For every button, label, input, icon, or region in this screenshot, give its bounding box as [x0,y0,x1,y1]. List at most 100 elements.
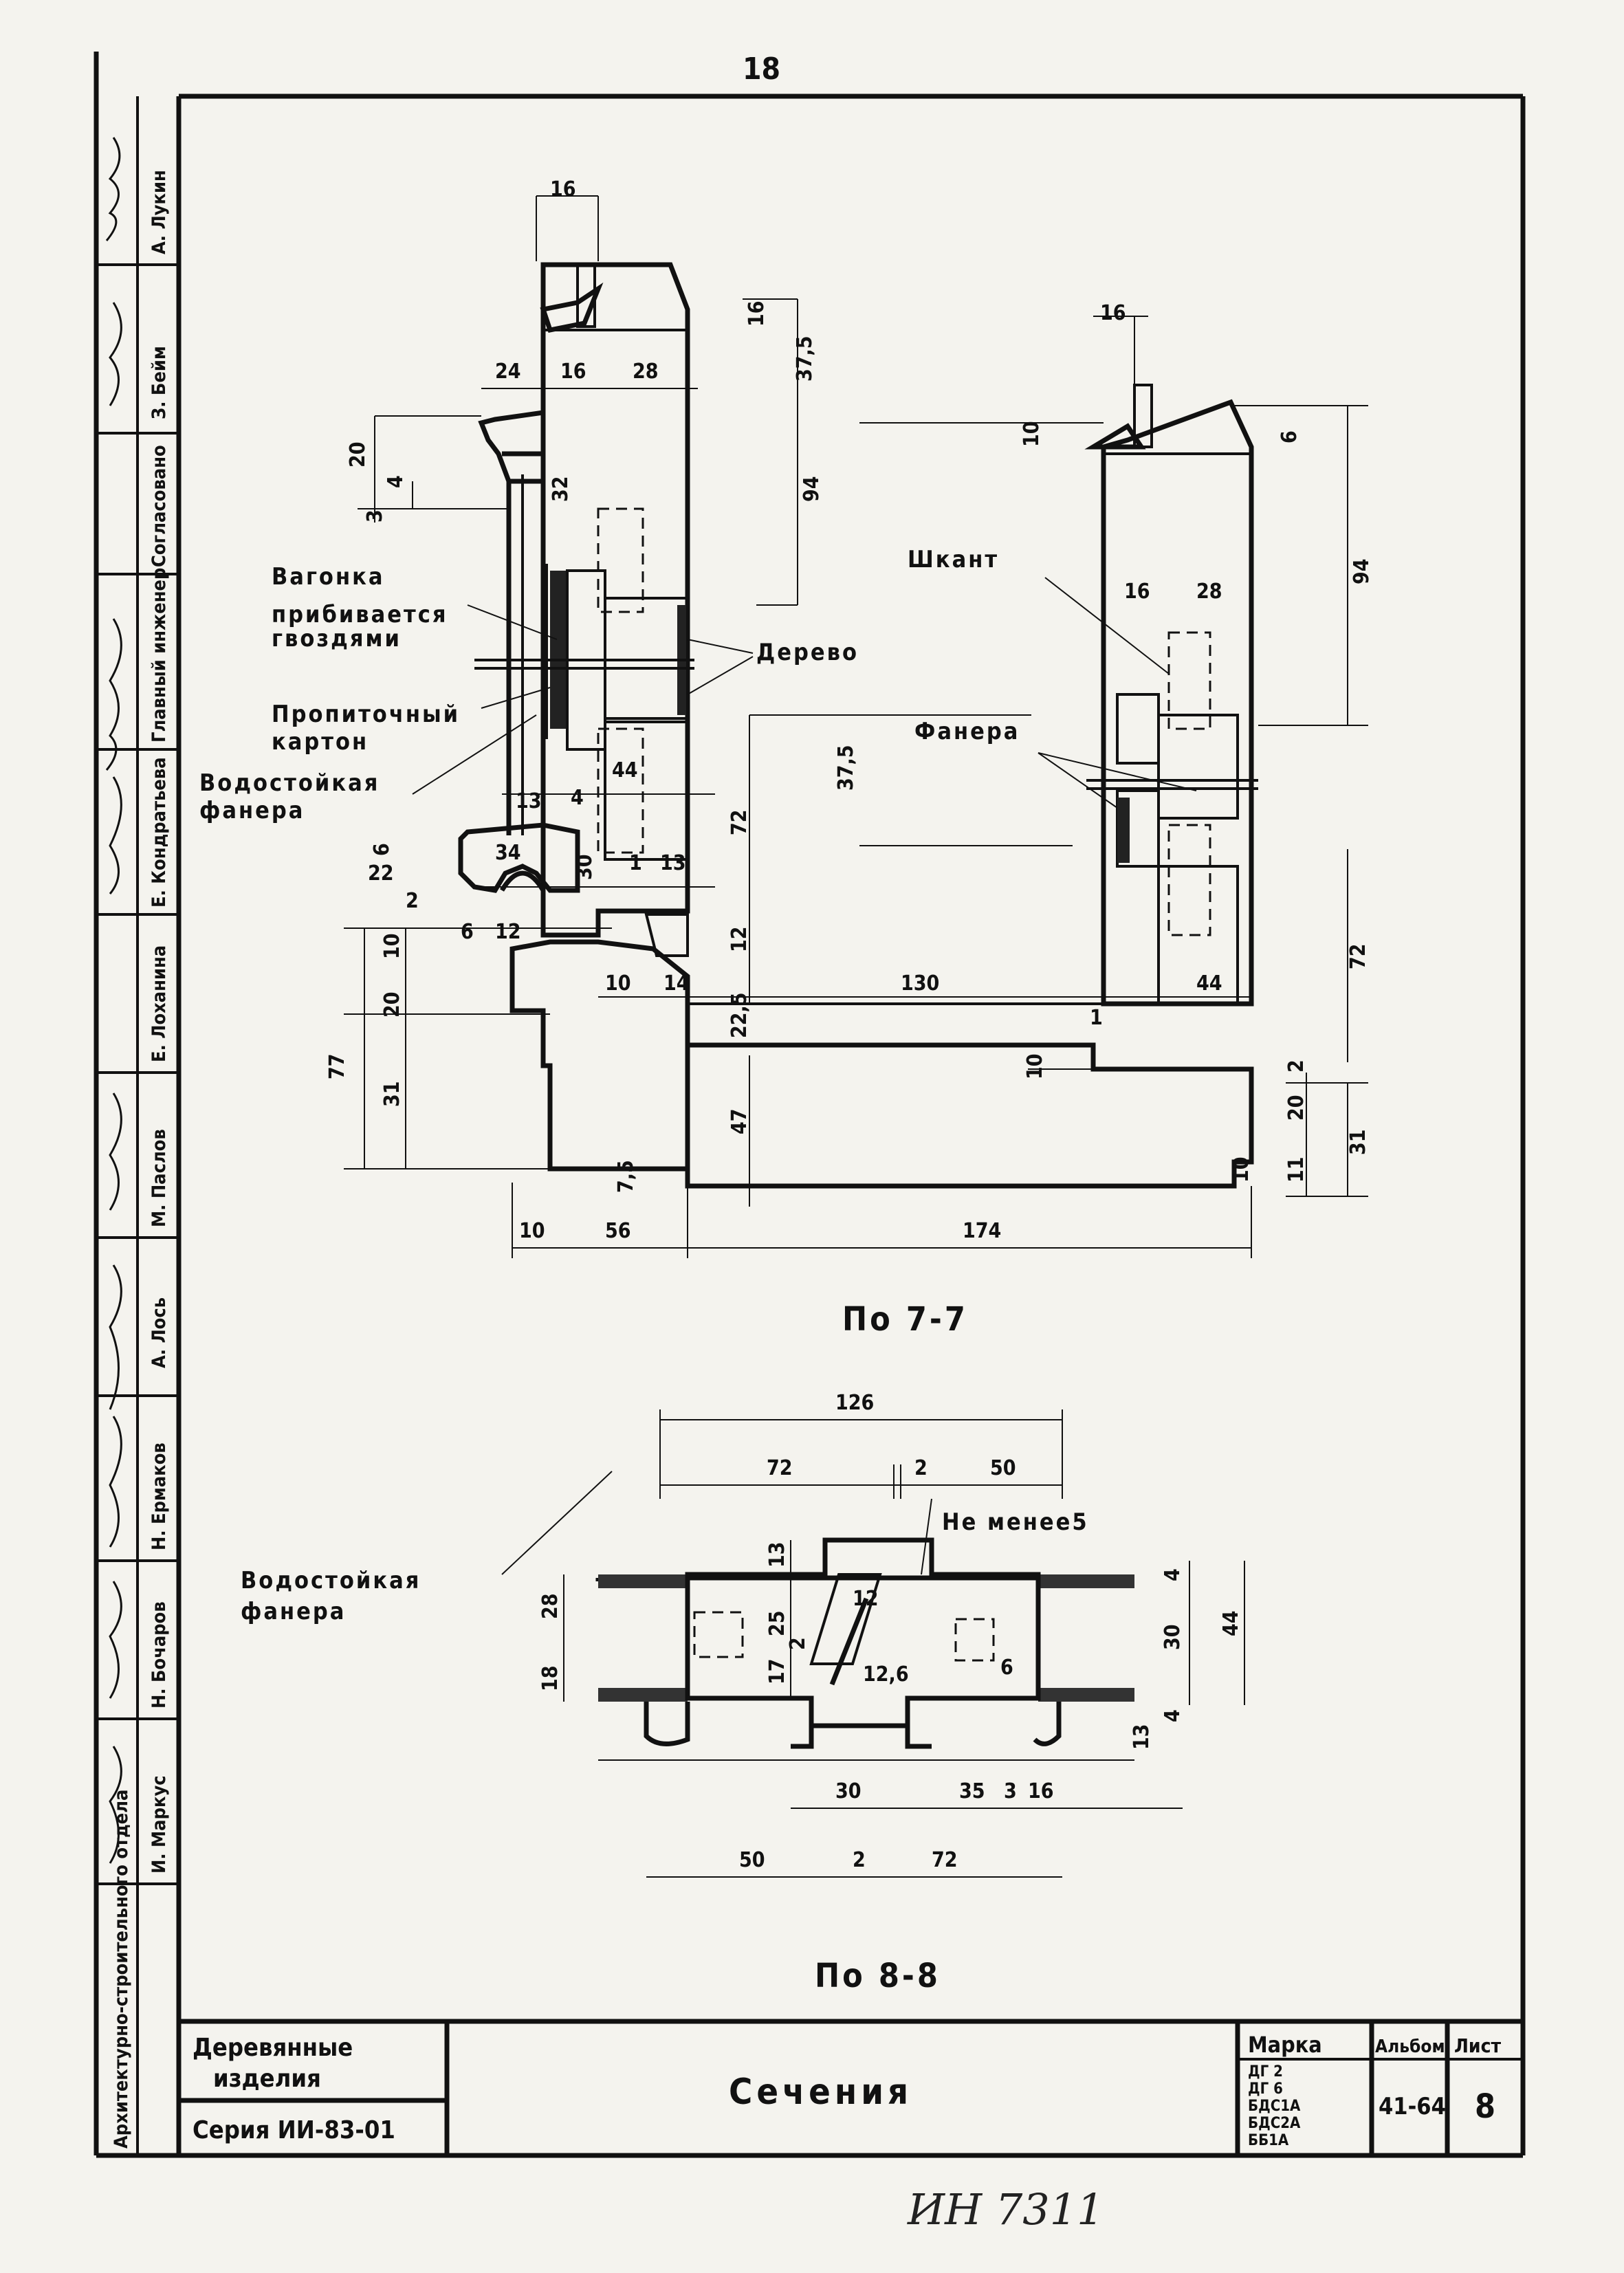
dim-s8-16: 16 [1028,1779,1054,1803]
title-album-head: Альбом [1375,2036,1445,2057]
label-fanera-bottom: фанера [241,1598,346,1625]
dim-right-2: 2 [1284,1059,1308,1073]
dim-20b: 20 [380,991,404,1018]
label-propitannyi: Пропиточный [272,701,460,728]
stamp-department: Архитектурно-строительного отдела [111,1790,132,2149]
dim-174: 174 [963,1219,1001,1243]
dim-s8-2b: 2 [786,1637,810,1650]
dim-right-31: 31 [1346,1129,1370,1155]
dim-10b: 10 [605,971,631,996]
dimension-texts-8: 126 72 2 50 13 28 18 25 12 17 2 12,6 6 4… [538,1391,1243,1872]
dim-6: 6 [370,843,394,856]
dim-s8-50b: 50 [739,1848,765,1872]
title-sheet-head: Лист [1454,2034,1501,2057]
section-8-profile [595,1537,1134,1761]
dim-mid-37-5: 37,5 [793,336,817,382]
dim-14: 14 [663,971,690,996]
dim-right-16: 16 [1124,580,1150,604]
dim-s8-4b: 4 [1161,1709,1185,1722]
dimension-lines-8 [563,1409,1245,1878]
dim-12: 12 [495,920,521,944]
dim-s8-72: 72 [767,1456,793,1480]
stamp-name-9: Н. Ермаков [149,1442,170,1550]
label-derevo: Дерево [756,639,859,666]
label-pribivaetsya: прибивается [272,601,448,628]
dim-s8-44: 44 [1219,1610,1243,1636]
dim-s8-30b: 30 [835,1779,862,1803]
dim-s8-50: 50 [990,1456,1016,1480]
label-karton: картон [272,728,369,756]
dim-32: 32 [549,476,573,502]
stamp-name-3: Согласовано [149,445,170,567]
dim-56: 56 [605,1219,631,1243]
stamp-name-11: И. Маркус [149,1775,170,1874]
dim-31: 31 [380,1081,404,1107]
title-sheet-value: 8 [1475,2087,1495,2126]
dim-24: 24 [495,360,521,384]
label-vodostoikaya-bottom: Водостойкая [241,1567,421,1594]
title-marka-item-3: БДС1А [1248,2098,1301,2115]
stamp-name-7: М. Паслов [149,1129,170,1227]
title-marka-item-5: ББ1А [1248,2132,1289,2149]
dim-s8-35: 35 [959,1779,985,1803]
dim-right-16-top: 16 [1100,301,1126,325]
title-marka-head: Марка [1248,2032,1322,2058]
dim-7-5: 7,5 [614,1160,638,1193]
title-marka-item-4: БДС2А [1248,2115,1301,2132]
section-title-8-8: По 8-8 [815,1957,941,1995]
dim-right-6: 6 [1277,430,1302,443]
title-album-value: 41-64 [1379,2093,1446,2120]
dim-s8-3: 3 [1004,1779,1017,1803]
stamp-name-6: Е. Лоханина [149,945,170,1062]
dim-20: 20 [346,441,370,468]
dim-right-72: 72 [1346,943,1370,969]
title-block: Деревянные изделия Серия ИИ-83-01 Сечени… [179,2019,1523,2155]
dim-mid-37-5b: 37,5 [834,745,858,791]
title-product-line2: изделия [213,2065,321,2093]
dim-mid-94: 94 [800,476,824,502]
dim-mid-16: 16 [745,300,769,327]
dim-44: 44 [612,758,638,782]
dimension-lines-7 [344,195,1368,1258]
dim-right-28: 28 [1196,580,1222,604]
dim-1: 1 [629,851,642,875]
dim-s8-2: 2 [914,1456,928,1480]
dim-28: 28 [633,360,659,384]
stamp-name-10: Н. Бочаров [149,1601,170,1709]
dim-3: 3 [363,509,387,523]
dim-s8-126: 126 [835,1391,874,1415]
dim-s8-30: 30 [1161,1624,1185,1650]
dim-s8-6: 6 [1000,1656,1013,1680]
dim-30: 30 [573,854,597,880]
stamp-name-4: Главный инженер [149,568,170,743]
title-marka-item-1: ДГ 2 [1248,2063,1283,2080]
dim-10c: 10 [519,1219,545,1243]
dim-s8-13b: 13 [1130,1724,1154,1750]
dim-s8-4: 4 [1161,1568,1185,1581]
section-7-left-profile [458,262,694,1172]
label-gvozdyami: гвоздями [272,625,402,652]
dim-s8-18: 18 [538,1665,562,1691]
stamp-name-8: А. Лось [149,1297,170,1368]
dim-10a: 10 [380,933,404,959]
dimension-texts-7-mid: 16 37,5 94 37,5 72 12 22,5 130 47 10 [727,300,1047,1134]
title-main: Сечения [729,2072,912,2113]
dim-mid-12: 12 [727,926,751,952]
dim-4b: 4 [571,786,584,810]
label-fanera-right: Фанера [914,718,1020,745]
sheet-frame [94,52,1526,2158]
dim-s8-12-6: 12,6 [863,1662,909,1687]
dim-right-10: 10 [1020,421,1044,447]
dim-s8-2c: 2 [853,1848,866,1872]
dimension-texts-7-right: 16 10 6 94 16 28 44 72 1 2 20 31 11 10 [1020,301,1374,1183]
dim-right-1: 1 [1090,1006,1103,1030]
dim-mid-22-5: 22,5 [727,992,751,1038]
stamp-name-1: А. Лукин [149,170,170,254]
dim-34: 34 [495,841,521,865]
label-fanera: фанера [199,797,305,824]
dim-77: 77 [325,1053,349,1079]
dim-mid-10: 10 [1023,1053,1047,1079]
dim-s8-25: 25 [765,1610,789,1636]
dim-right-94: 94 [1350,558,1374,584]
